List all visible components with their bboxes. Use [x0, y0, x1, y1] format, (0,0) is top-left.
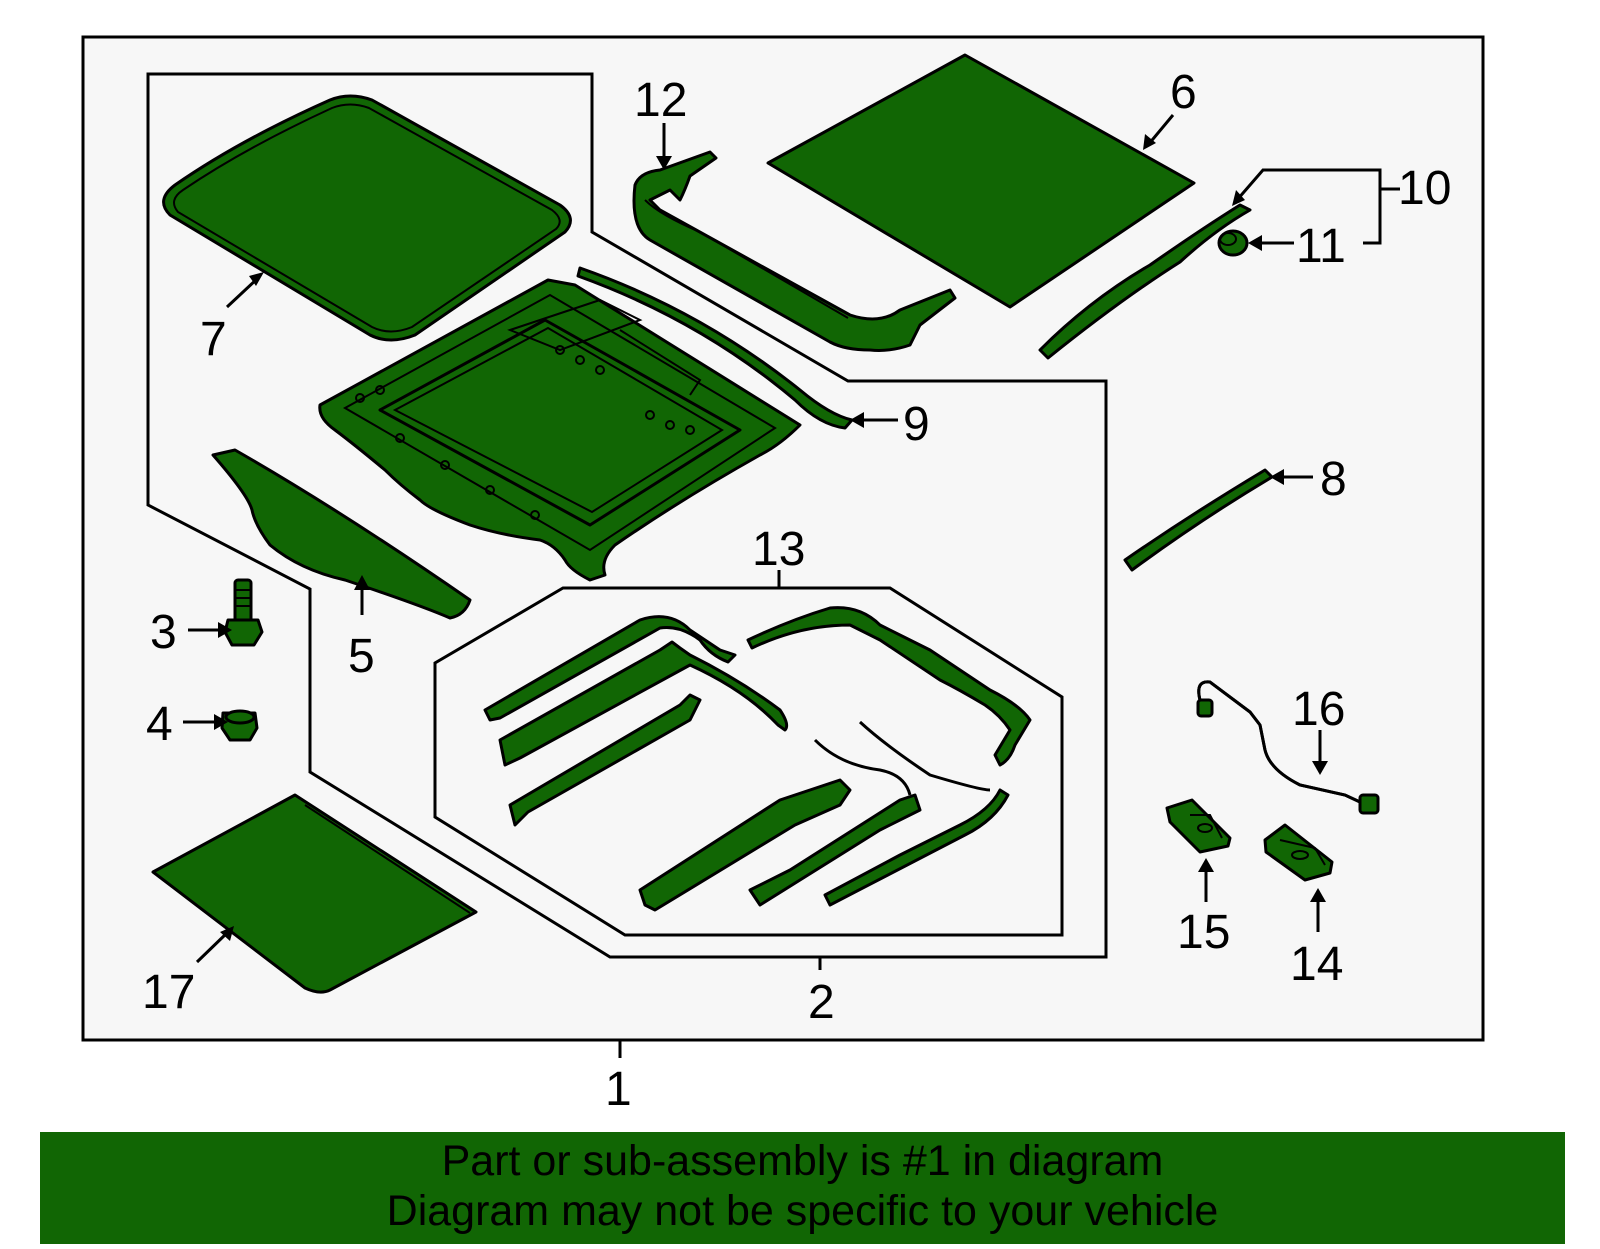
part-4-nut[interactable]: [220, 709, 259, 742]
callout-11: 11: [1296, 220, 1346, 273]
callout-13: 13: [752, 523, 805, 576]
callout-4: 4: [146, 698, 173, 751]
part-2-sunroof-frame[interactable]: [318, 278, 802, 582]
callout-3: 3: [150, 606, 177, 659]
part-7-glass-panel[interactable]: [162, 94, 572, 342]
callout-7: 7: [200, 313, 227, 366]
callout-5: 5: [348, 630, 375, 683]
part-10-side-rail[interactable]: [1038, 203, 1252, 360]
arrowhead-11: [1248, 235, 1262, 251]
part-9-weatherstrip[interactable]: [576, 266, 854, 430]
callout-16: 16: [1292, 683, 1345, 736]
callout-15: 15: [1177, 906, 1230, 959]
arrowhead-3: [218, 622, 232, 638]
arrowhead-7: [249, 272, 264, 286]
part-12-wind-deflector[interactable]: [632, 150, 957, 352]
callout-10: 10: [1398, 162, 1451, 215]
callout-2: 2: [808, 976, 835, 1029]
subassembly-13-outline: [433, 586, 1064, 937]
part-5-trim-panel[interactable]: [211, 448, 472, 620]
part-14-bracket[interactable]: [1263, 823, 1334, 882]
callout-1: 1: [605, 1063, 632, 1116]
part-11-cap[interactable]: [1217, 229, 1249, 257]
callout-8: 8: [1320, 453, 1347, 506]
arrowhead-15: [1198, 858, 1214, 872]
arrowhead-12: [656, 156, 672, 170]
part-16-harness[interactable]: [1196, 680, 1380, 815]
arrowhead-17: [220, 926, 234, 941]
part-15-bracket[interactable]: [1165, 798, 1232, 854]
part-13-mechanism[interactable]: [483, 606, 1032, 912]
leader-10: [1235, 168, 1400, 245]
callout-14: 14: [1290, 938, 1343, 991]
leader-7: [225, 276, 260, 309]
arrowhead-10: [1232, 190, 1245, 206]
callout-6: 6: [1170, 66, 1197, 119]
disclaimer-banner: Part or sub-assembly is #1 in diagram Di…: [40, 1132, 1565, 1244]
callout-12: 12: [634, 74, 687, 127]
arrowhead-9: [850, 412, 864, 428]
arrowhead-6: [1143, 134, 1156, 150]
arrowhead-5: [354, 575, 370, 590]
banner-line-2: Diagram may not be specific to your vehi…: [386, 1187, 1219, 1235]
part-6-cover-panel[interactable]: [766, 53, 1196, 309]
leader-17: [195, 930, 230, 964]
banner-line-1: Part or sub-assembly is #1 in diagram: [441, 1137, 1164, 1185]
callout-9: 9: [903, 398, 930, 451]
callout-17: 17: [142, 966, 195, 1019]
arrowhead-4: [214, 714, 228, 730]
arrowhead-14: [1310, 888, 1326, 902]
subassembly-2-outline: [146, 72, 1108, 959]
arrowhead-8: [1270, 469, 1284, 485]
part-17-sunshade[interactable]: [151, 793, 478, 994]
arrowhead-16: [1312, 761, 1328, 775]
